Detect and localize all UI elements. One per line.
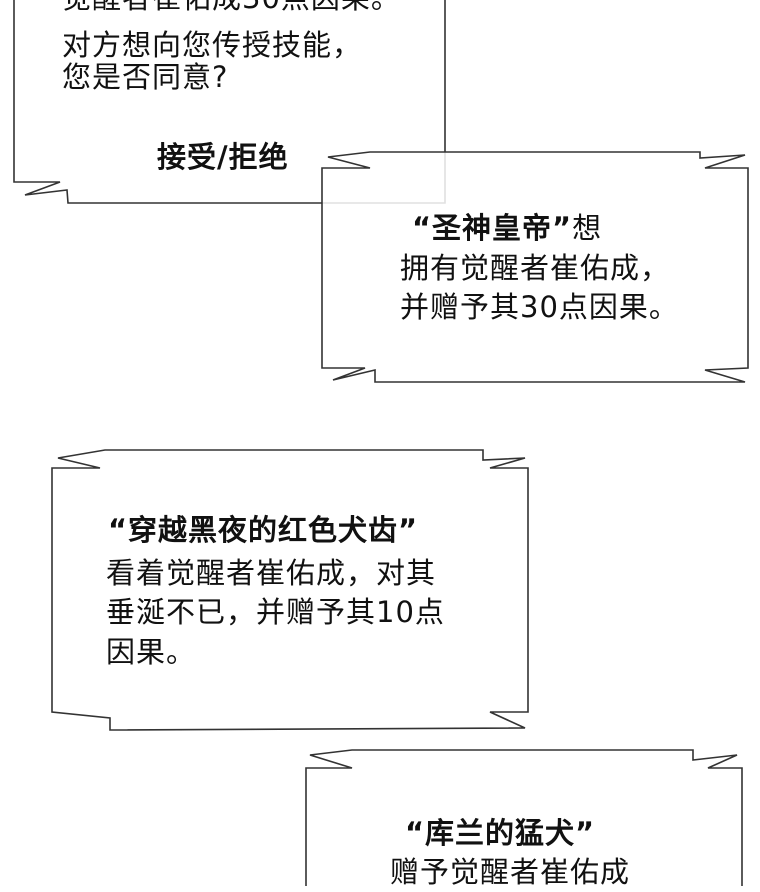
system-box-3-frame [51, 449, 529, 731]
message-line: 并赠予其30点因果。 [400, 290, 679, 324]
message-line: 觉醒者崔佑成30点因果。 [62, 0, 401, 18]
message-line: 您是否同意? [62, 60, 229, 94]
message-line: 拥有觉醒者崔佑成， [400, 251, 671, 285]
system-box-4-frame [305, 749, 743, 886]
constellation-name: “穿越黑夜的红色犬齿” [108, 513, 419, 547]
constellation-name: “库兰的猛犬” [405, 816, 596, 850]
message-line: 看着觉醒者崔佑成，对其 [106, 556, 437, 590]
message-text: 想 [572, 211, 603, 245]
constellation-name: “圣神皇帝” [412, 211, 573, 245]
message-line: 因果。 [106, 635, 197, 669]
system-box-2-frame [321, 151, 749, 383]
message-line: 对方想向您传授技能， [62, 28, 363, 62]
message-line: 赠予觉醒者崔佑成 [390, 855, 631, 889]
accept-reject-choice[interactable]: 接受/拒绝 [157, 140, 289, 174]
message-line: 垂涎不已，并赠予其10点 [106, 595, 445, 629]
system-box-1-frame [13, 0, 446, 204]
